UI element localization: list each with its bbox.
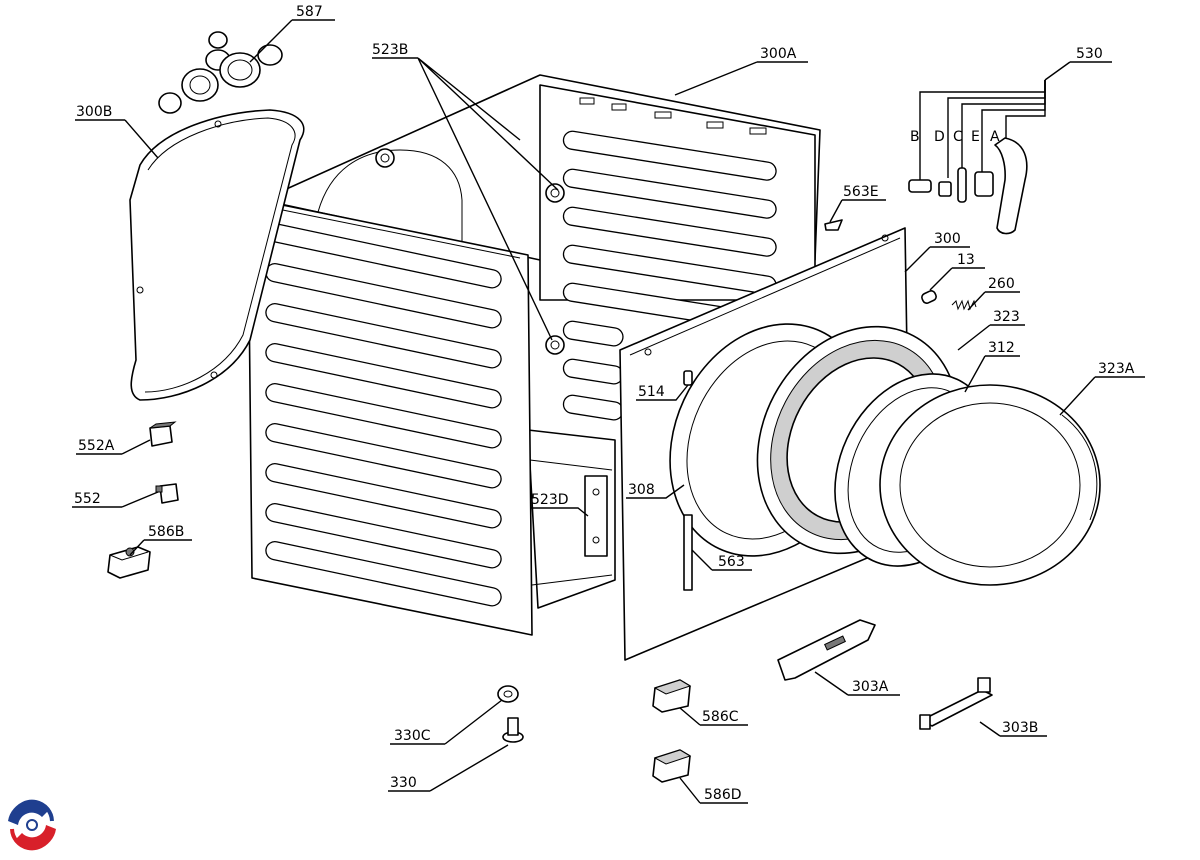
label-563: 563 [718, 554, 745, 570]
label-530: 530 [1076, 46, 1103, 62]
screw-330 [502, 717, 524, 743]
nut-330C [497, 685, 519, 703]
label-300: 300 [934, 231, 961, 247]
pin-514 [683, 370, 693, 386]
foot-586C [652, 679, 692, 713]
label-300A: 300A [760, 46, 797, 62]
label-586D: 586D [704, 787, 742, 803]
clip-523B-lower [545, 335, 565, 355]
pin-13 [921, 290, 937, 304]
label-586B: 586B [148, 524, 184, 540]
label-330: 330 [390, 775, 417, 791]
foot-586D [652, 749, 692, 783]
brand-swirl-logo [5, 798, 59, 852]
label-523B: 523B [372, 42, 408, 58]
ring-assembly-587 [158, 31, 283, 114]
label-587: 587 [296, 4, 323, 20]
bracket-563E [824, 219, 843, 231]
spring-260 [951, 299, 977, 311]
label-323: 323 [993, 309, 1020, 325]
part-labels: 587 523B 300A 300B 530 B D C E A 563E 30… [74, 4, 1135, 803]
label-330C: 330C [394, 728, 431, 744]
bracket-303B [919, 677, 993, 730]
plate-523D [584, 475, 608, 557]
label-312: 312 [988, 340, 1015, 356]
foot-586B [107, 546, 151, 579]
label-13: 13 [957, 252, 975, 268]
door-outer-323A [879, 384, 1101, 586]
label-563E: 563E [843, 184, 879, 200]
cabinet-part-300A [261, 74, 821, 609]
label-552A: 552A [78, 438, 115, 454]
clip-552 [155, 483, 179, 504]
label-552: 552 [74, 491, 101, 507]
label-514: 514 [638, 384, 665, 400]
label-303B: 303B [1002, 720, 1038, 736]
side-panel [247, 197, 533, 636]
clip-523B-upper [545, 183, 565, 203]
bracket-303A [777, 619, 876, 681]
label-586C: 586C [702, 709, 739, 725]
label-530-E: E [971, 129, 980, 145]
label-260: 260 [988, 276, 1015, 292]
label-303A: 303A [852, 679, 889, 695]
rear-gasket-300B [129, 109, 305, 401]
label-523D: 523D [531, 492, 569, 508]
label-300B: 300B [76, 104, 112, 120]
label-530-D: D [934, 129, 945, 145]
label-530-C: C [953, 129, 963, 145]
label-530-B: B [910, 129, 920, 145]
clip-552A [149, 421, 177, 447]
label-530-A: A [990, 129, 1000, 145]
label-323A: 323A [1098, 361, 1135, 377]
label-308: 308 [628, 482, 655, 498]
latch-parts-530 [908, 137, 1028, 235]
leader-lines [72, 19, 1145, 804]
